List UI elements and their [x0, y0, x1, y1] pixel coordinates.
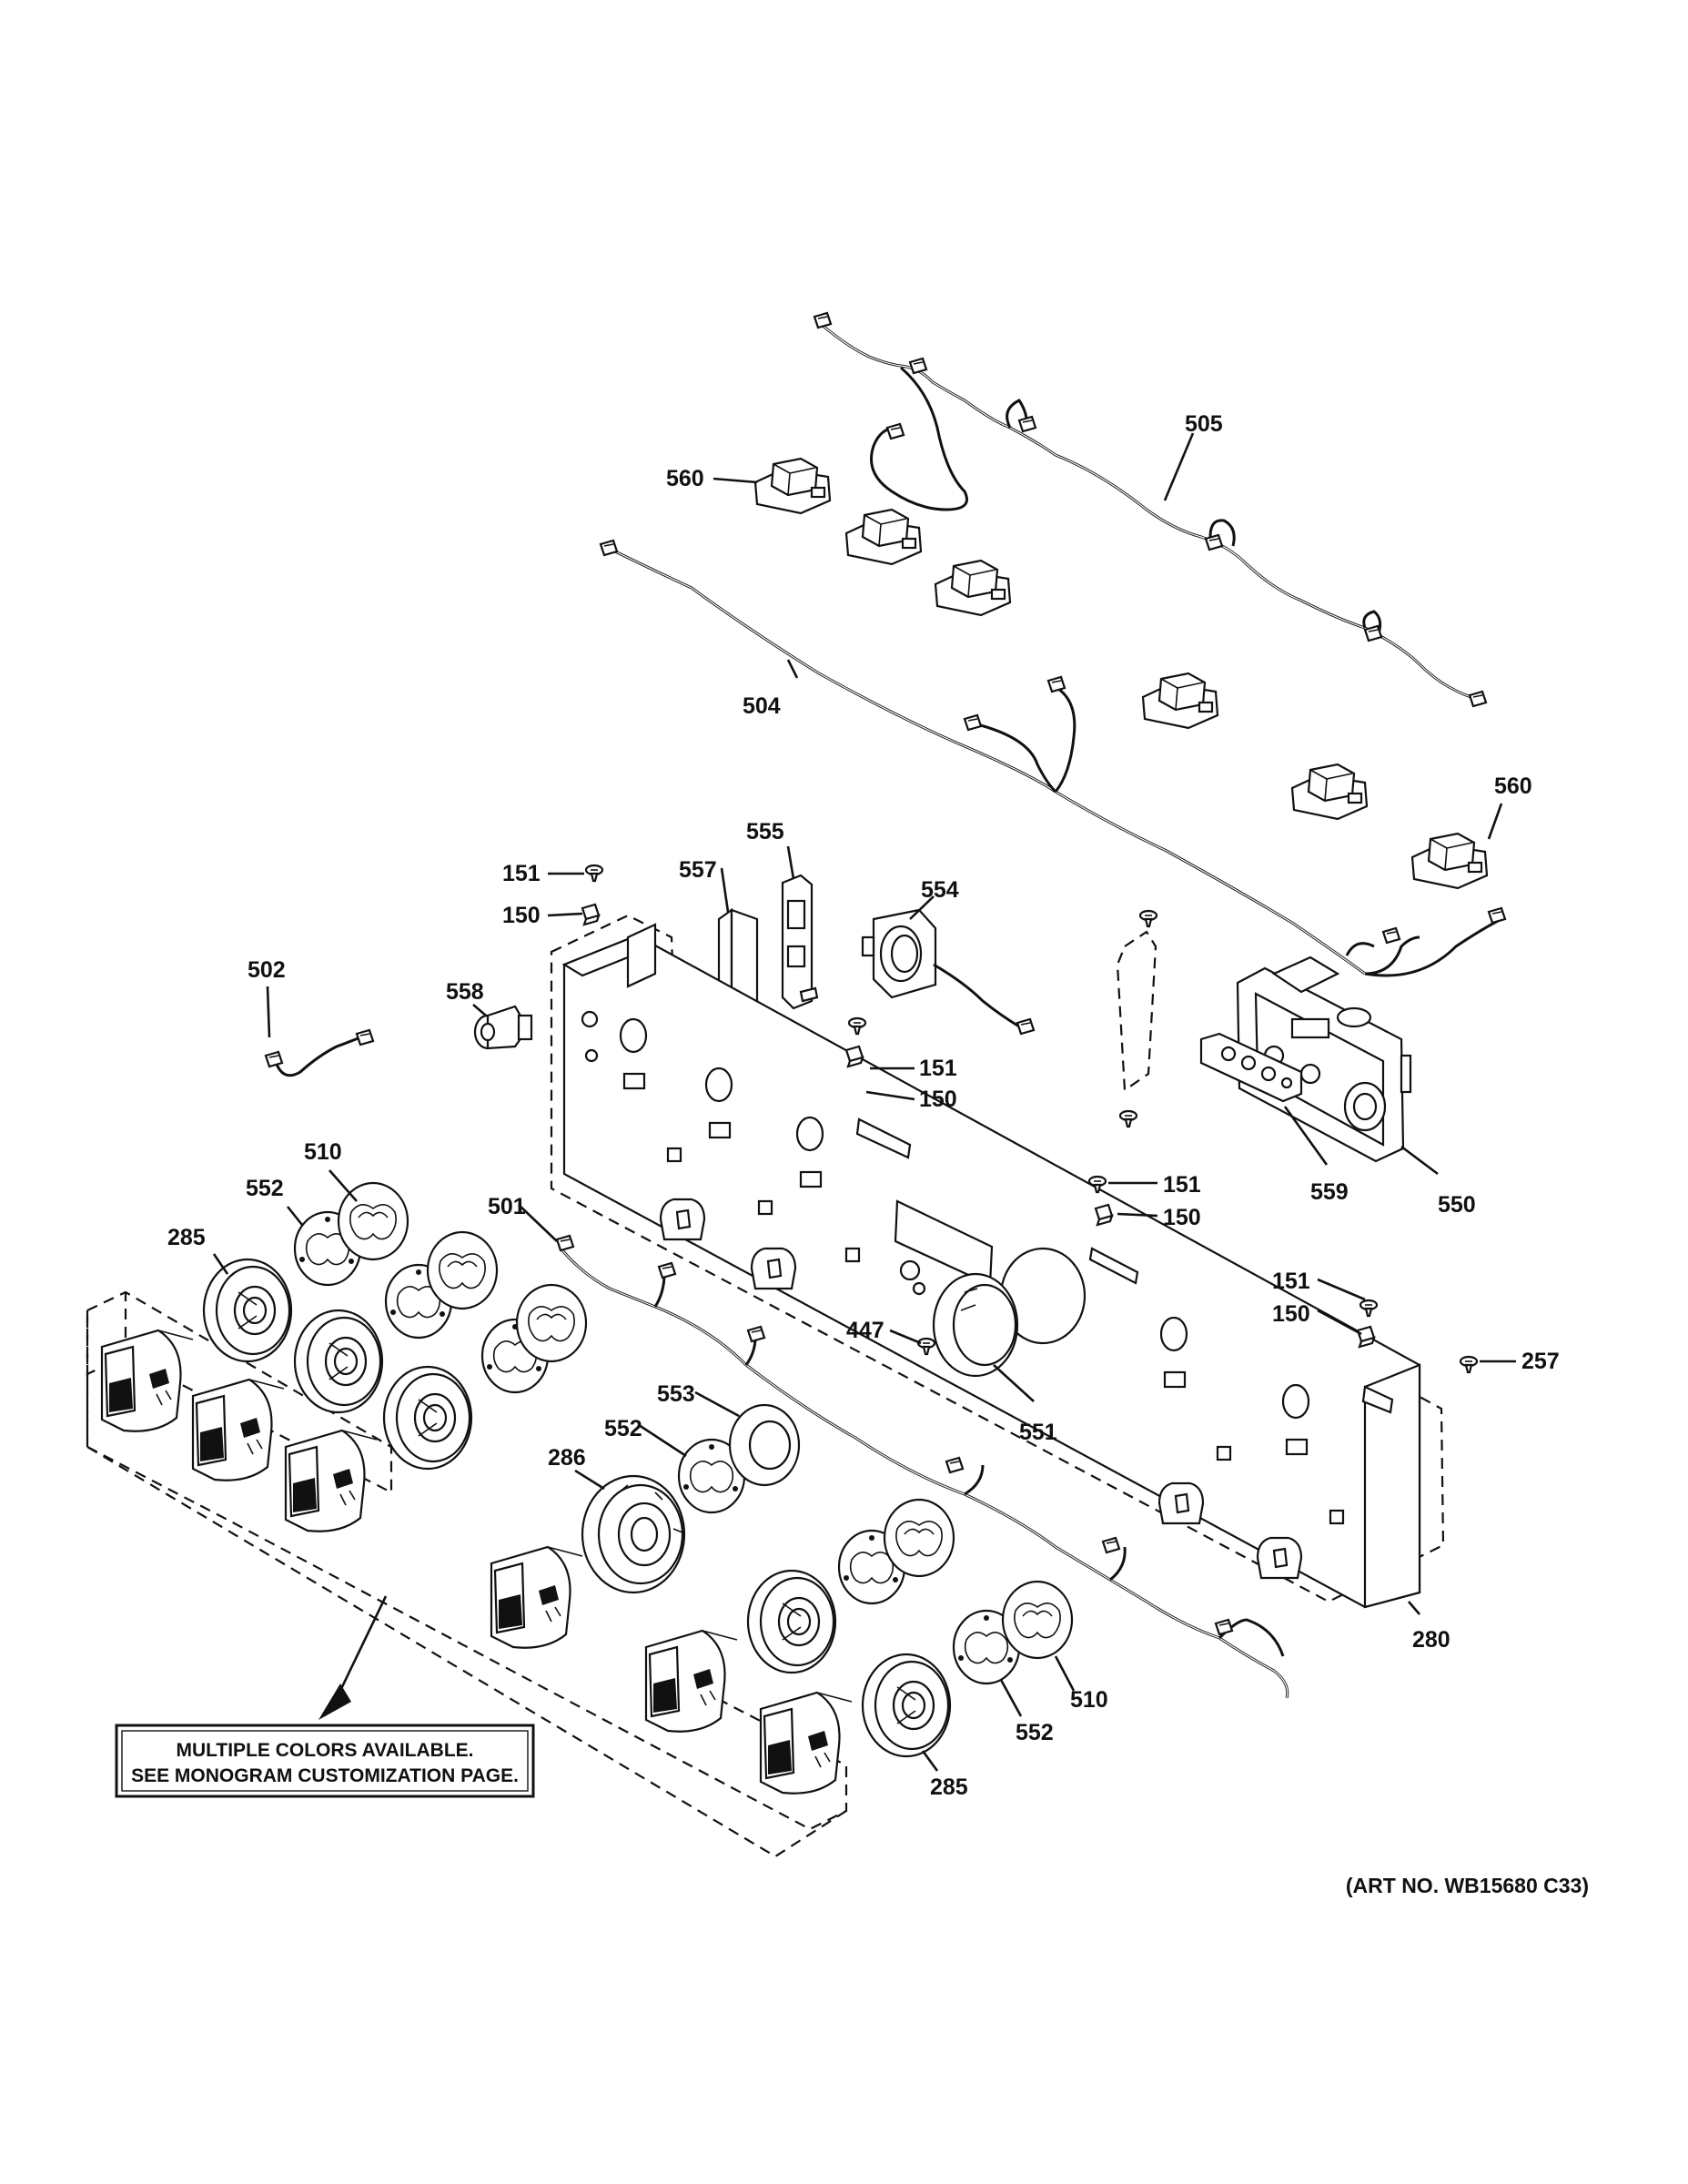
callout-555: 555	[746, 819, 784, 844]
panel-display-window	[894, 1199, 1087, 1345]
callout-286: 286	[548, 1445, 586, 1471]
wire-harness-505	[813, 311, 1488, 708]
callout-151-d: 151	[1272, 1269, 1310, 1294]
wire-harness-504	[599, 539, 1507, 977]
callout-151-a: 151	[502, 861, 541, 886]
callout-551: 551	[1019, 1420, 1057, 1445]
callout-559: 559	[1310, 1179, 1349, 1205]
note-line-2: SEE MONOGRAM CUSTOMIZATION PAGE.	[131, 1765, 519, 1786]
callout-560-top: 560	[666, 466, 704, 491]
panel-knob-cutouts	[619, 1017, 1310, 1456]
button-strip-559	[1199, 1032, 1303, 1103]
speaker-554	[861, 908, 1036, 1036]
callout-505: 505	[1185, 411, 1223, 437]
ring-553	[728, 1403, 801, 1487]
note-box: MULTIPLE COLORS AVAILABLE. SEE MONOGRAM …	[115, 1724, 535, 1798]
art-number: (ART NO. WB15680 C33)	[1346, 1874, 1589, 1897]
callout-550: 550	[1438, 1192, 1476, 1218]
wire-502	[264, 1028, 375, 1077]
callout-553: 553	[657, 1381, 695, 1407]
callout-151-c: 151	[1163, 1172, 1201, 1198]
callout-552-right: 552	[1016, 1720, 1054, 1745]
callout-510-right: 510	[1070, 1687, 1108, 1713]
control-panel-280	[550, 914, 1445, 1609]
callout-labels: 505 560 504 560 555 557 554 151 150 502 …	[167, 411, 1560, 1800]
switch-558	[473, 1005, 533, 1050]
bezel-551	[932, 1272, 1019, 1378]
knob-tray	[86, 1290, 854, 1858]
control-board-550	[1236, 956, 1412, 1163]
callout-150-a: 150	[502, 903, 541, 928]
callout-552-center: 552	[604, 1416, 642, 1441]
note-line-1: MULTIPLE COLORS AVAILABLE.	[176, 1740, 473, 1761]
callout-285-right: 285	[930, 1774, 968, 1800]
callout-502: 502	[248, 957, 286, 983]
callout-558: 558	[446, 979, 484, 1005]
callout-150-b: 150	[919, 1087, 957, 1112]
callout-504: 504	[743, 693, 781, 719]
callout-447: 447	[846, 1318, 884, 1343]
callout-552-left: 552	[246, 1176, 284, 1201]
sensor-560-group-right	[1141, 672, 1489, 890]
callout-280: 280	[1412, 1627, 1450, 1653]
callout-151-b: 151	[919, 1056, 957, 1081]
part-555	[781, 874, 819, 1010]
callout-501: 501	[488, 1194, 526, 1219]
callout-560-right: 560	[1494, 774, 1532, 799]
sensor-560-group-left	[753, 457, 1012, 617]
bracket-dashed	[1116, 909, 1158, 1128]
callout-150-d: 150	[1272, 1301, 1310, 1327]
leader-lines	[212, 432, 1516, 1772]
callout-257: 257	[1521, 1349, 1560, 1374]
bezel-286	[581, 1474, 686, 1594]
callout-150-c: 150	[1163, 1205, 1201, 1230]
callout-554: 554	[921, 877, 959, 903]
callout-285-left: 285	[167, 1225, 206, 1250]
wire-harness-501	[555, 1234, 1289, 1699]
callout-510-left: 510	[304, 1139, 342, 1165]
callout-557: 557	[679, 857, 717, 883]
